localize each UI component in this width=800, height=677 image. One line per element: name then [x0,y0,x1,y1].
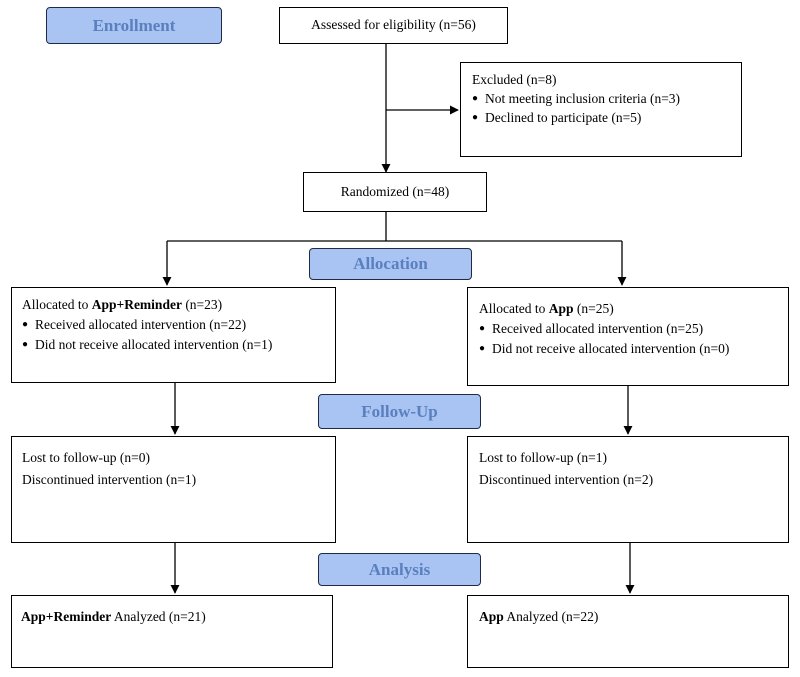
right-group-name: App [548,301,574,316]
excluded-list: Not meeting inclusion criteria (n=3) Dec… [472,91,741,126]
left-group-name: App+Reminder [91,297,182,312]
right-allocation-item: Did not receive allocated intervention (… [479,341,788,357]
right-analyzed-count: Analyzed (n=22) [503,609,599,624]
right-lost-text: Lost to follow-up (n=1) [479,450,607,465]
left-analyzed-group: App+Reminder [21,609,112,624]
left-followup-box: Lost to follow-up (n=0) Discontinued int… [11,436,336,543]
left-analyzed-line: App+Reminder Analyzed (n=21) [21,609,332,625]
right-discontinued-text: Discontinued intervention (n=2) [479,472,654,488]
left-discontinued-text: Discontinued intervention (n=1) [22,472,197,488]
right-allocated-count: (n=25) [573,301,614,316]
assessed-text: Assessed for eligibility (n=56) [311,17,476,33]
left-allocated-line: Allocated to App+Reminder (n=23) [22,297,335,313]
assessed-box: Assessed for eligibility (n=56) [279,7,508,44]
left-analyzed-count: Analyzed (n=21) [111,609,206,624]
randomized-box: Randomized (n=48) [303,172,487,212]
right-analyzed-group: App [479,609,504,624]
left-lost-text: Lost to follow-up (n=0) [22,450,150,465]
right-allocation-box: Allocated to App (n=25) Received allocat… [467,287,789,386]
left-allocated-prefix: Allocated to [22,297,92,312]
stage-allocation: Allocation [309,248,472,280]
left-allocation-box: Allocated to App+Reminder (n=23) Receive… [11,287,336,383]
excluded-item: Declined to participate (n=5) [472,110,741,126]
excluded-title: Excluded (n=8) [472,72,557,87]
left-analysis-box: App+Reminder Analyzed (n=21) [11,595,333,668]
excluded-item: Not meeting inclusion criteria (n=3) [472,91,741,107]
left-allocation-item: Received allocated intervention (n=22) [22,317,335,333]
randomized-text: Randomized (n=48) [340,183,450,199]
right-allocated-line: Allocated to App (n=25) [479,301,788,317]
right-analysis-box: App Analyzed (n=22) [467,595,789,668]
stage-enrollment: Enrollment [46,7,222,44]
right-allocated-prefix: Allocated to [479,301,549,316]
stage-analysis: Analysis [318,553,481,586]
right-followup-box: Lost to follow-up (n=1) Discontinued int… [467,436,789,543]
excluded-box: Excluded (n=8) Not meeting inclusion cri… [460,62,742,157]
right-allocation-list: Received allocated intervention (n=25) D… [479,321,788,357]
right-analyzed-line: App Analyzed (n=22) [479,609,788,625]
left-allocated-count: (n=23) [181,297,223,312]
stage-follow-up: Follow-Up [318,394,481,429]
left-allocation-list: Received allocated intervention (n=22) D… [22,317,335,353]
right-allocation-item: Received allocated intervention (n=25) [479,321,788,337]
left-allocation-item: Did not receive allocated intervention (… [22,337,335,353]
